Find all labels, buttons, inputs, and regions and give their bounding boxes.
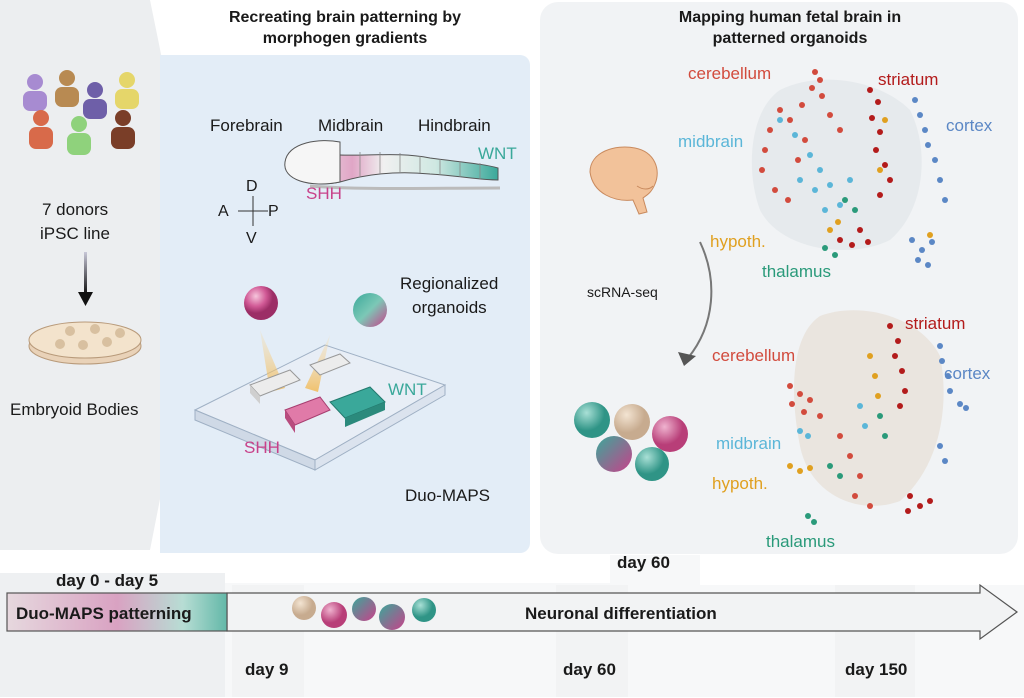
shh-device-label: SHH — [244, 438, 280, 457]
curved-arrow-icon — [678, 241, 713, 366]
bottom-thalamus-label: thalamus — [766, 532, 835, 551]
stage2-name-label: Neuronal differentiation — [525, 604, 717, 623]
top-striatum-label: striatum — [878, 70, 939, 89]
day60-bottom-label: day 60 — [563, 660, 616, 679]
hindbrain-label: Hindbrain — [418, 116, 491, 135]
day60-top-label: day 60 — [617, 553, 670, 572]
right-title-line1: Mapping human fetal brain in — [678, 9, 902, 26]
axis-d-label: D — [246, 178, 258, 195]
umap-top-plot — [751, 69, 948, 268]
fetal-brain-icon — [589, 146, 658, 215]
axis-cross-icon — [238, 196, 268, 226]
middle-panel-background — [160, 55, 530, 553]
top-cerebellum-label: cerebellum — [688, 64, 772, 83]
forebrain-label: Forebrain — [210, 116, 283, 135]
umap-bottom-plot — [787, 310, 969, 525]
top-midbrain-label: midbrain — [678, 132, 744, 151]
organoid-mixed-icon — [353, 293, 387, 327]
right-title-line2: patterned organoids — [712, 30, 868, 47]
bottom-cortex-label: cortex — [944, 364, 991, 383]
midbrain-label: Midbrain — [318, 116, 384, 135]
wnt-gradient-label: WNT — [478, 144, 517, 163]
top-hypoth-label: hypoth. — [710, 232, 766, 251]
duo-maps-device-illustration — [193, 330, 447, 471]
neural-tube-icon — [284, 140, 501, 190]
stage1-days-label: day 0 - day 5 — [56, 571, 159, 590]
stage1-name-label: Duo-MAPS patterning — [16, 604, 192, 623]
petri-dish-icon — [28, 321, 142, 365]
down-arrow-icon — [78, 252, 93, 306]
day150-label: day 150 — [845, 660, 908, 679]
timeline-organoids-icon — [292, 596, 436, 630]
donors-people-icon — [23, 70, 139, 155]
scrna-seq-label: scRNA-seq — [587, 284, 658, 300]
axis-a-label: A — [218, 203, 229, 220]
middle-title-line1: Recreating brain patterning by — [228, 9, 462, 26]
top-thalamus-label: thalamus — [762, 262, 831, 281]
wnt-device-label: WNT — [388, 380, 427, 399]
organoid-pink-icon — [244, 286, 278, 320]
regionalized-label: Regionalized — [400, 274, 499, 293]
day9-label: day 9 — [245, 660, 289, 679]
axis-p-label: P — [268, 203, 279, 220]
embryoid-label: Embryoid Bodies — [10, 400, 139, 419]
middle-title-line2: morphogen gradients — [262, 30, 428, 47]
axis-v-label: V — [246, 230, 257, 247]
bottom-midbrain-label: midbrain — [716, 434, 782, 453]
duo-maps-label: Duo-MAPS — [405, 486, 491, 505]
organoids-label: organoids — [412, 298, 487, 317]
bottom-hypoth-label: hypoth. — [712, 474, 768, 493]
bottom-striatum-label: striatum — [905, 314, 966, 333]
bottom-cerebellum-label: cerebellum — [712, 346, 796, 365]
donors-label: 7 donors — [42, 200, 109, 219]
top-cortex-label: cortex — [946, 116, 993, 135]
shh-gradient-label: SHH — [306, 184, 342, 203]
organoid-cluster-icon — [574, 402, 688, 481]
ipsc-label: iPSC line — [40, 224, 110, 243]
